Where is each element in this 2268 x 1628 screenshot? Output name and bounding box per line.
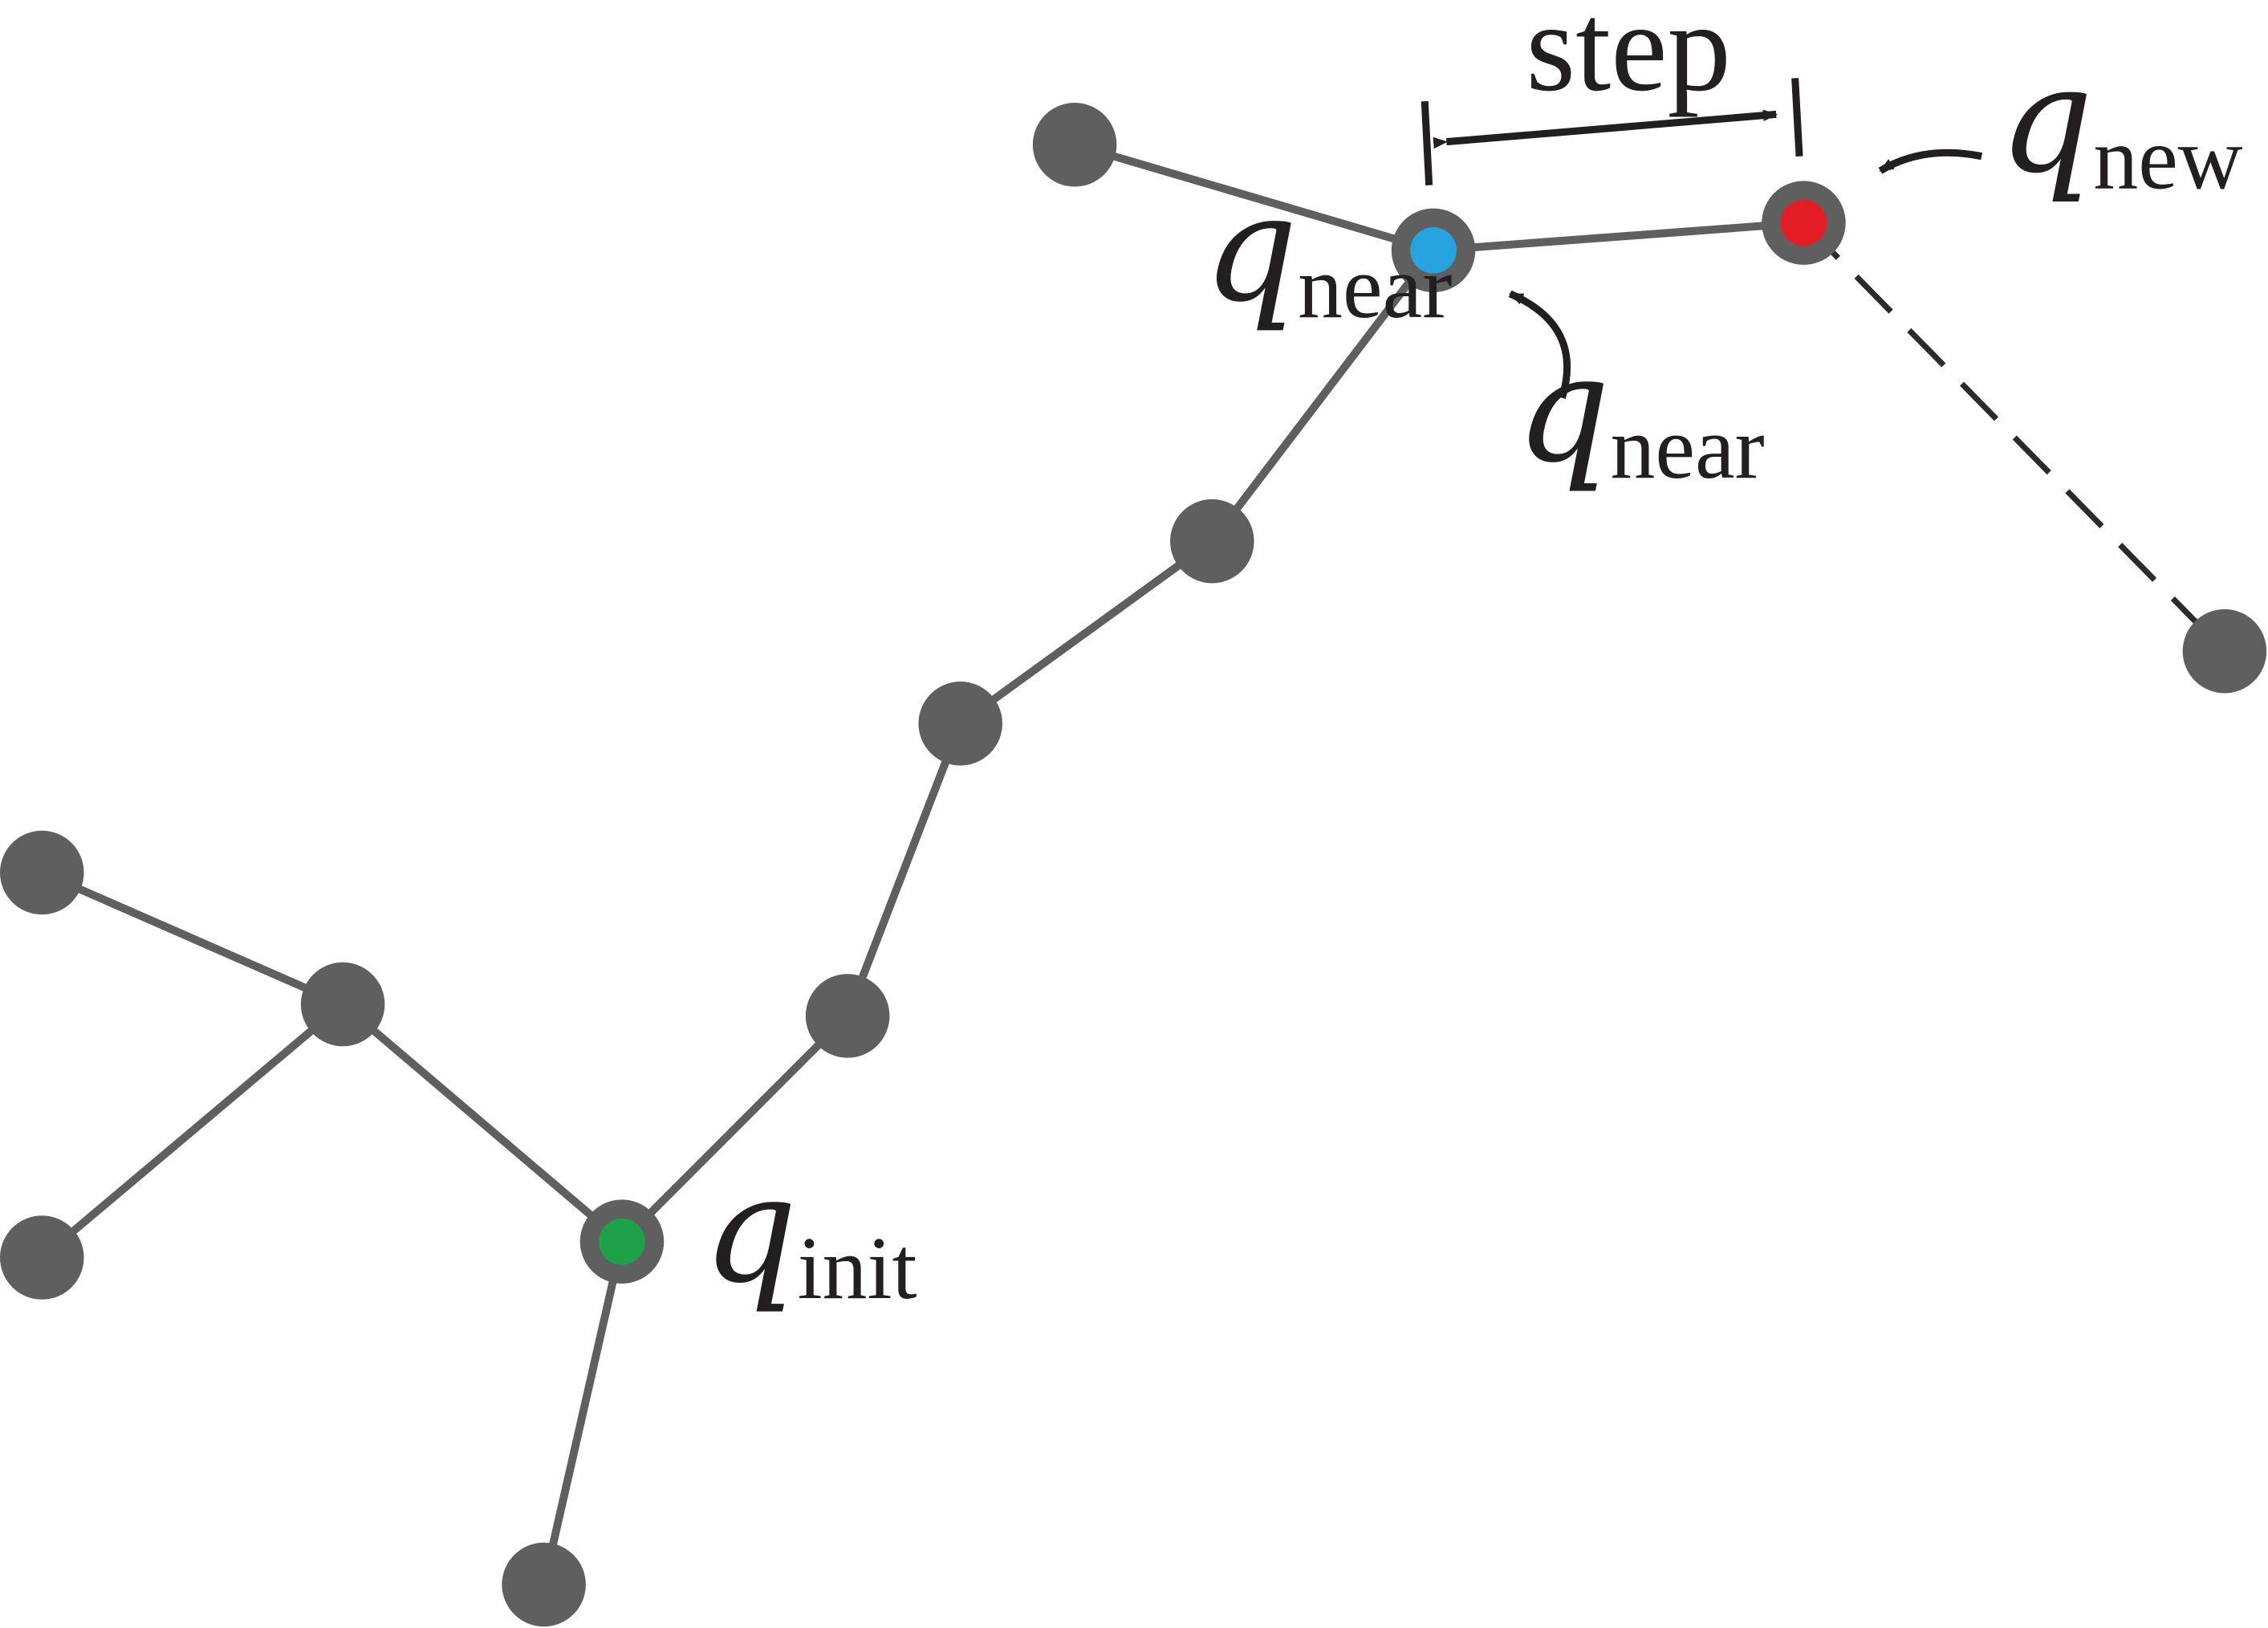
node-left-top bbox=[0, 830, 84, 915]
qnear-node-label: qnear bbox=[1204, 163, 1453, 337]
node-left-bottom bbox=[0, 1215, 84, 1300]
step-tick-right bbox=[1791, 78, 1803, 157]
edge-qinit-to-node-bottom bbox=[539, 1240, 626, 1586]
node-7 bbox=[1170, 499, 1254, 584]
step-label: step bbox=[1526, 0, 1730, 118]
node-qnear-core bbox=[1410, 227, 1457, 274]
edge-qnew-to-qrand-dashed bbox=[1801, 221, 2227, 653]
edge-qinit-to-node-hub bbox=[339, 1001, 625, 1245]
edge-node-5-to-qinit bbox=[619, 1012, 851, 1245]
edge-node-6-to-node-5 bbox=[843, 722, 965, 1018]
step-tick-left bbox=[1421, 100, 1433, 185]
qinit-label: qinit bbox=[703, 1144, 917, 1318]
edge-node-7-to-node-6 bbox=[957, 538, 1215, 727]
edge-hub-to-node-left-top bbox=[40, 869, 345, 1008]
qnew-label: qnew bbox=[1999, 35, 2243, 209]
step-dimension-arrow bbox=[1433, 109, 1778, 149]
edge-hub-to-node-left-bottom bbox=[39, 1001, 346, 1261]
qnew-callout-arrow bbox=[1878, 149, 1983, 174]
node-5 bbox=[805, 974, 890, 1058]
node-top-left bbox=[1032, 102, 1117, 187]
node-qrand bbox=[2182, 608, 2267, 694]
edge-branch-top-left-to-qnear bbox=[1073, 140, 1435, 254]
qnear-callout-arrow bbox=[1508, 290, 1571, 400]
node-hub bbox=[300, 962, 385, 1047]
node-bottom bbox=[502, 1542, 586, 1627]
node-qinit-core bbox=[599, 1218, 645, 1265]
edge-qnear-to-qnew bbox=[1433, 218, 1804, 254]
node-qnew-core bbox=[1780, 199, 1827, 246]
edge-qnear-to-node-7 bbox=[1209, 247, 1437, 544]
qnear-callout-label: qnear bbox=[1516, 324, 1765, 498]
node-6 bbox=[918, 682, 1002, 766]
